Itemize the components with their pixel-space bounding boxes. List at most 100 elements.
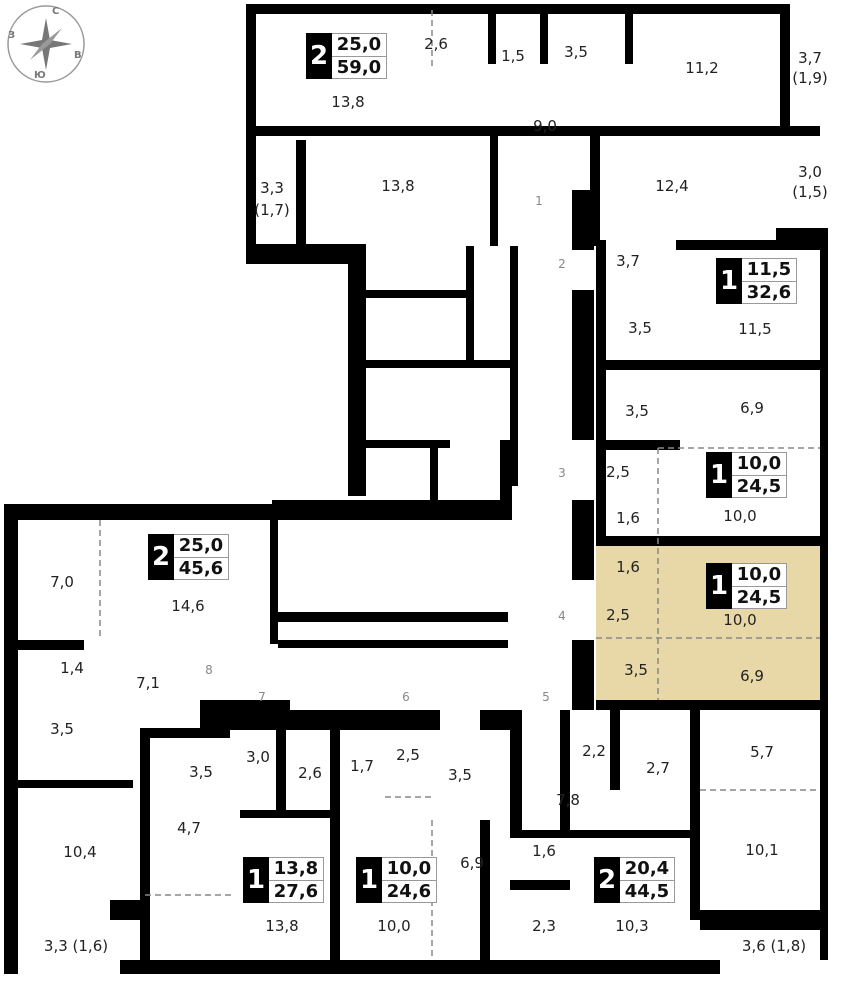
wall xyxy=(700,910,820,930)
room-area-label: 3,5 xyxy=(189,763,213,781)
room-area-label: 3,5 xyxy=(628,319,652,337)
wall xyxy=(200,700,290,730)
apartment-badge[interactable]: 1 10,0 24,5 xyxy=(706,452,787,498)
room-area-label: 1,6 xyxy=(616,558,640,576)
room-area-label: 7,0 xyxy=(50,573,74,591)
total-area: 59,0 xyxy=(336,56,382,78)
wall xyxy=(510,710,522,830)
room-area-label: 2,5 xyxy=(396,746,420,764)
wall xyxy=(140,728,150,968)
wall xyxy=(566,830,696,838)
room-count: 1 xyxy=(716,258,742,304)
entrance-number: 3 xyxy=(558,466,566,480)
entrance-number: 2 xyxy=(558,257,566,271)
wall xyxy=(510,880,570,890)
wall xyxy=(246,126,786,136)
room-area-label: 3,6 (1,8) xyxy=(741,937,807,955)
wall xyxy=(246,126,306,136)
room-area-label: (1,7) xyxy=(254,201,290,219)
apartment-badge[interactable]: 1 11,5 32,6 xyxy=(716,258,797,304)
apartment-badge[interactable]: 2 25,0 45,6 xyxy=(148,534,229,580)
room-count: 1 xyxy=(356,857,382,903)
wall xyxy=(572,190,594,250)
room-area-label: 3,5 xyxy=(448,766,472,784)
living-area: 20,4 xyxy=(620,858,674,881)
wall xyxy=(572,290,594,440)
wall xyxy=(488,4,496,64)
total-area: 44,5 xyxy=(624,880,670,902)
wall xyxy=(278,612,508,622)
wall xyxy=(272,500,512,520)
living-area: 25,0 xyxy=(174,535,228,558)
room-area-label: 10,1 xyxy=(745,841,779,859)
wall xyxy=(820,700,828,960)
room-area-label: 7,8 xyxy=(556,791,580,809)
wall xyxy=(596,240,606,540)
living-area: 10,0 xyxy=(732,564,786,587)
living-area: 10,0 xyxy=(732,453,786,476)
room-area-label: 9,0 xyxy=(533,117,557,135)
wall xyxy=(625,4,633,64)
wall xyxy=(110,900,140,920)
wall xyxy=(572,500,594,580)
wall xyxy=(510,830,570,838)
room-count: 2 xyxy=(148,534,174,580)
wall xyxy=(246,126,254,256)
wall xyxy=(246,244,366,264)
wall xyxy=(4,504,274,520)
total-area: 24,5 xyxy=(736,586,782,608)
compass-north: С xyxy=(52,6,60,17)
room-area-label: 3,7 xyxy=(616,252,640,270)
room-area-label: 13,8 xyxy=(331,93,365,111)
entrance-number: 8 xyxy=(205,663,213,677)
room-count: 2 xyxy=(594,857,620,903)
apartment-badge[interactable]: 2 20,4 44,5 xyxy=(594,857,675,903)
room-area-label: 6,9 xyxy=(740,399,764,417)
compass-east: В xyxy=(74,50,82,61)
living-area: 10,0 xyxy=(382,858,436,881)
wall xyxy=(4,640,84,650)
room-count: 1 xyxy=(706,563,732,609)
room-count: 2 xyxy=(306,33,332,79)
room-area-label: 1,7 xyxy=(350,757,374,775)
wall xyxy=(690,700,700,920)
room-area-label: 10,3 xyxy=(615,917,649,935)
total-area: 32,6 xyxy=(746,281,792,303)
compass-west: З xyxy=(8,30,16,41)
room-area-label: 10,4 xyxy=(63,843,97,861)
room-area-label: 1,4 xyxy=(60,659,84,677)
wall xyxy=(500,440,512,520)
total-area: 24,6 xyxy=(386,880,432,902)
room-area-label: 3,0 xyxy=(246,748,270,766)
entrance-number: 4 xyxy=(558,609,566,623)
wall xyxy=(18,780,133,788)
wall xyxy=(240,810,330,818)
wall xyxy=(290,710,440,730)
room-area-label: 3,3 (1,6) xyxy=(43,937,109,955)
room-area-label: 10,0 xyxy=(723,507,757,525)
room-area-label: 10,0 xyxy=(377,917,411,935)
apartment-badge[interactable]: 2 25,0 59,0 xyxy=(306,33,387,79)
wall xyxy=(480,820,490,960)
room-area-label: 12,4 xyxy=(655,177,689,195)
room-area-label: 2,3 xyxy=(532,917,556,935)
apartment-badge[interactable]: 1 10,0 24,6 xyxy=(356,857,437,903)
compass-south: Ю xyxy=(34,70,46,81)
room-area-label: 2,5 xyxy=(606,606,630,624)
wall xyxy=(360,360,510,368)
total-area: 27,6 xyxy=(273,880,319,902)
entrance-number: 6 xyxy=(402,690,410,704)
wall xyxy=(360,290,470,298)
room-area-label: 13,8 xyxy=(265,917,299,935)
wall xyxy=(676,360,826,370)
room-count: 1 xyxy=(706,452,732,498)
room-area-label: 6,9 xyxy=(740,667,764,685)
apartment-badge-selected[interactable]: 1 10,0 24,5 xyxy=(706,563,787,609)
room-area-label: 11,2 xyxy=(685,59,719,77)
wall xyxy=(140,728,230,738)
wall xyxy=(590,4,780,14)
apartment-badge[interactable]: 1 13,8 27,6 xyxy=(243,857,324,903)
wall xyxy=(596,440,680,450)
wall xyxy=(348,246,366,496)
